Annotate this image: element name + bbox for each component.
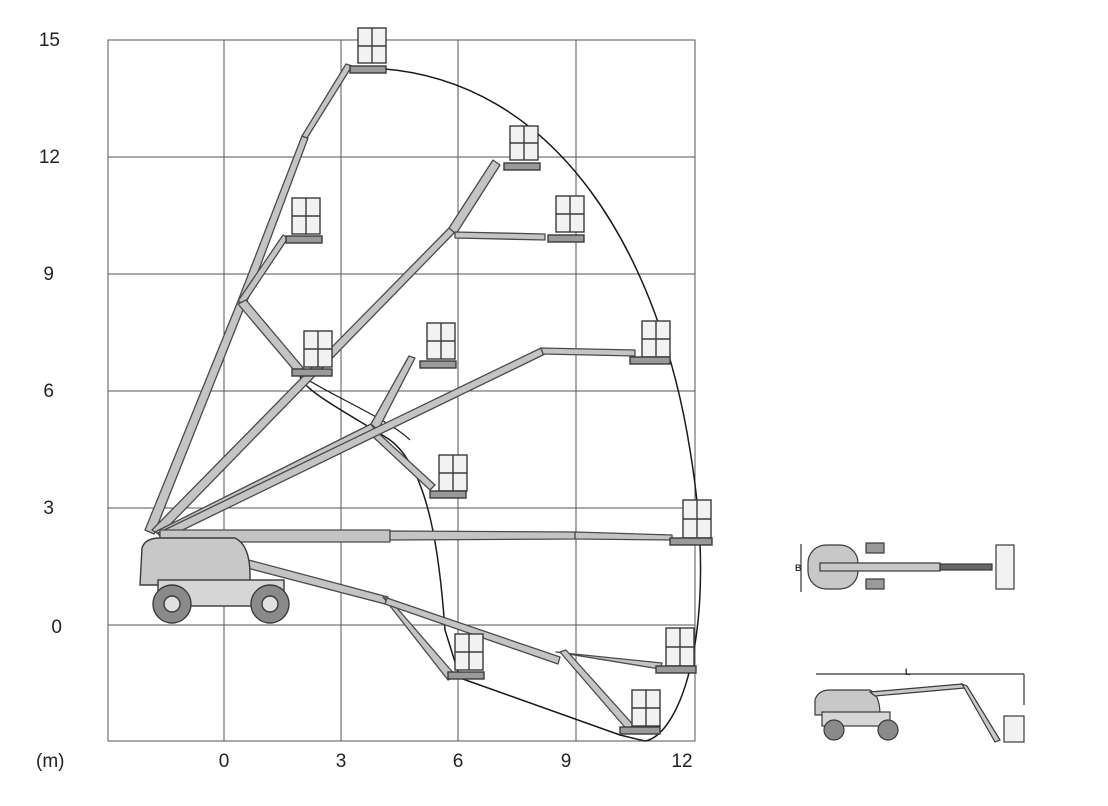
dimension-width-label: B <box>795 563 802 573</box>
y-tick-6: 6 <box>43 381 54 402</box>
platform-7m-mid <box>419 322 457 369</box>
platform-7m-left <box>291 330 333 377</box>
grid <box>107 39 696 742</box>
platform-10m-right <box>547 195 585 243</box>
side-view-miniature <box>814 673 1025 743</box>
x-tick-6: 6 <box>452 751 464 772</box>
platform-top <box>349 27 387 74</box>
top-view-miniature <box>800 542 1015 592</box>
platform-bottom <box>619 689 661 735</box>
x-tick-3: 3 <box>335 751 347 772</box>
inner-envelope-curve <box>299 374 411 441</box>
y-tick-12: 12 <box>38 147 60 168</box>
platforms <box>285 27 713 735</box>
x-tick-9: 9 <box>560 751 572 772</box>
platform-10m-left <box>285 197 323 244</box>
y-tick-15: 15 <box>38 30 60 51</box>
dimension-length-label: L <box>905 667 911 677</box>
machine-base <box>139 537 290 624</box>
y-tick-3: 3 <box>43 498 54 519</box>
axis-unit: (m) <box>36 751 65 772</box>
y-tick-9: 9 <box>43 264 54 285</box>
platform-horizontal <box>669 499 713 546</box>
platform-12m <box>503 125 541 171</box>
outer-envelope-curve <box>299 67 702 742</box>
y-tick-0: 0 <box>51 617 62 638</box>
platform-low-mid <box>447 633 485 680</box>
platform-7m-right <box>629 320 671 365</box>
x-tick-0: 0 <box>218 751 230 772</box>
platform-low-right <box>655 627 697 674</box>
boom-positions <box>144 63 673 733</box>
x-tick-12: 12 <box>671 751 693 772</box>
platform-4m <box>429 454 468 499</box>
